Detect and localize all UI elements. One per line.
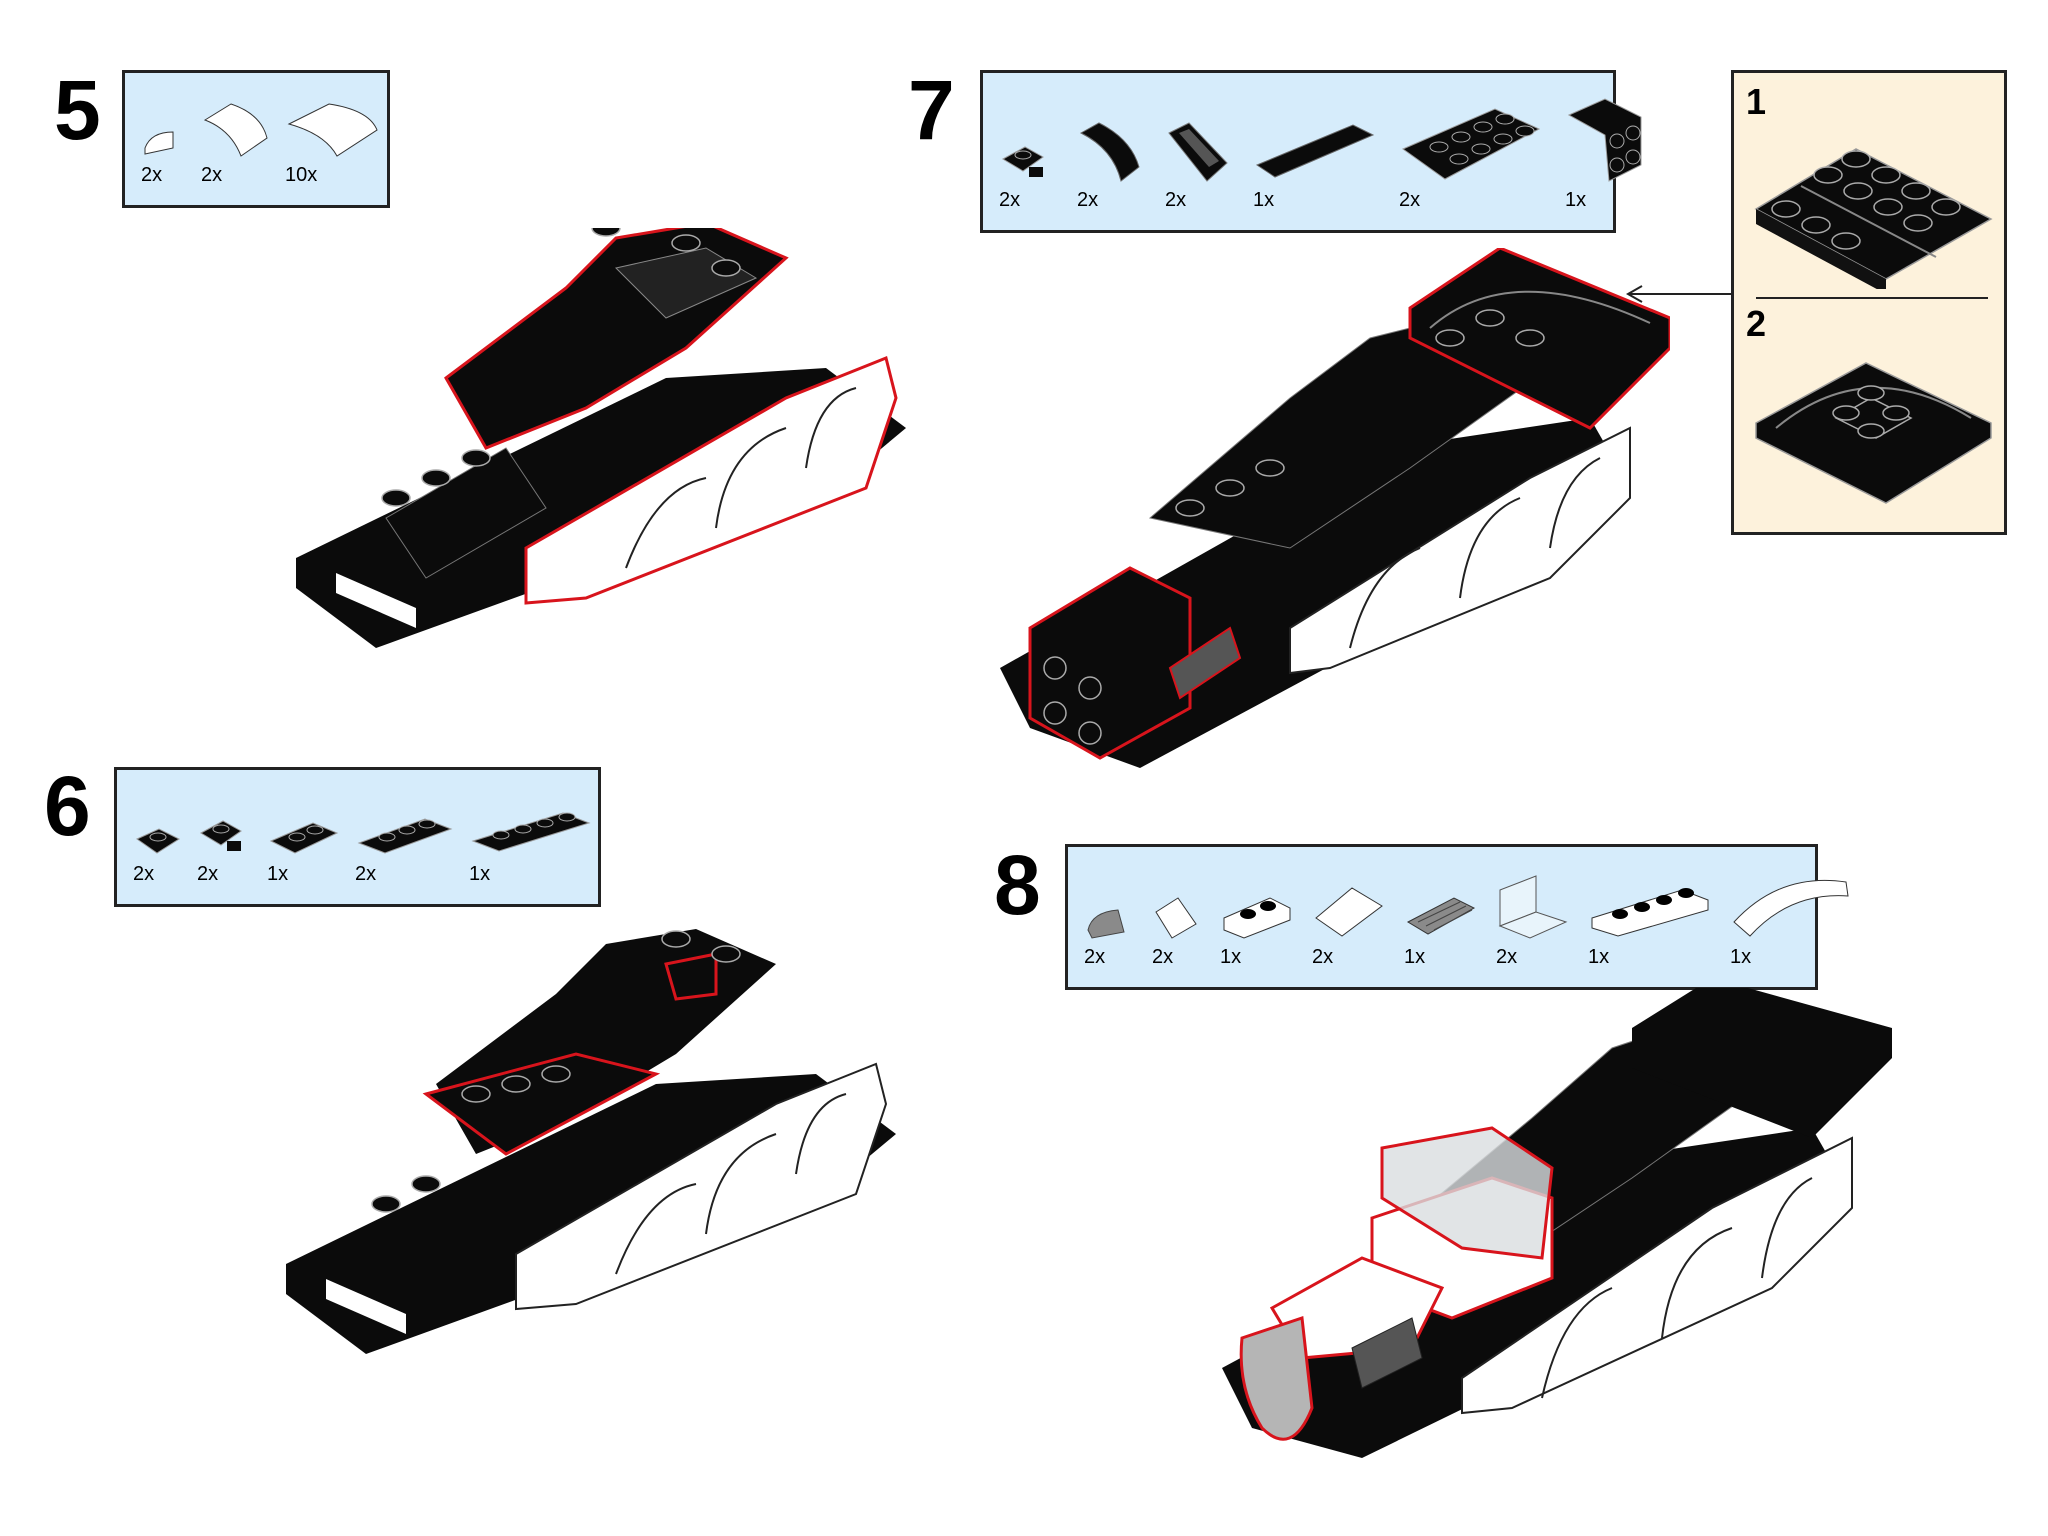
sub-step-number-1: 1 [1746, 81, 1767, 122]
step-number-8: 8 [994, 838, 1041, 932]
part-black-plate-clip: 2x [197, 815, 253, 886]
part-white-arch-curved: 1x [1730, 872, 1854, 969]
part-quantity: 2x [1084, 946, 1106, 968]
parts-list-step-7: 2x 2x 2x 1x 2x 1x [980, 70, 1642, 233]
part-black-plate-1x1: 2x [133, 823, 183, 886]
part-quantity: 2x [141, 164, 163, 186]
part-quantity: 2x [1496, 946, 1518, 968]
part-quantity: 1x [469, 863, 491, 885]
part-black-plate-1x2: 1x [267, 819, 341, 886]
black-plate-1x4-icon [469, 809, 593, 859]
curved-slope-assembled-illustration [1755, 362, 1992, 504]
part-quantity: 2x [355, 863, 377, 885]
upper-structure [381, 228, 789, 507]
trans-clear-panel-icon [1496, 872, 1570, 942]
model-step-6 [286, 929, 896, 1354]
part-gray-grille-tile: 1x [1404, 892, 1478, 969]
part-quantity: 1x [1565, 189, 1587, 211]
part-black-plate-1x3: 2x [355, 815, 455, 886]
parts-list-step-6: 2x 2x 1x 2x 1x [114, 767, 601, 907]
white-plate-1x4-icon [1588, 886, 1712, 942]
part-white-curved-slope-large: 10x [285, 100, 381, 187]
callout-arrow-icon [1625, 285, 1732, 303]
black-plate-1x3-icon [355, 815, 455, 859]
part-white-curved-slope-small: 2x [201, 100, 271, 187]
black-plate-clip-icon [197, 815, 253, 859]
model-step-7 [1000, 248, 1670, 768]
part-quantity: 2x [999, 189, 1021, 211]
part-quantity: 2x [1312, 946, 1334, 968]
sub-assembly-callout: 1 2 [1731, 70, 2007, 535]
part-quantity: 1x [1253, 189, 1275, 211]
part-white-round-tile-quarter: 2x [141, 120, 187, 187]
model-step-8 [1222, 988, 1892, 1458]
part-gray-round-tile-quarter: 2x [1084, 902, 1134, 969]
part-quantity: 2x [1399, 189, 1421, 211]
black-bracket-2x2-icon [1565, 95, 1645, 185]
part-quantity: 2x [1165, 189, 1187, 211]
parts-list-step-8: 2x 2x 1x 2x 1x 2x 1x 1x [1065, 844, 1849, 990]
gray-grille-tile-icon [1404, 892, 1478, 942]
black-plate-1x2-icon [267, 819, 341, 859]
part-black-tile-1x6: 1x [1253, 121, 1377, 212]
sub-step-number-2: 2 [1746, 303, 1767, 344]
gray-round-tile-quarter-icon [1084, 902, 1134, 942]
step-number-7: 7 [908, 63, 955, 157]
part-quantity: 2x [201, 164, 223, 186]
white-brick-1x2-icon [1220, 892, 1294, 942]
white-body-panels [524, 355, 898, 605]
part-quantity: 1x [1220, 946, 1242, 968]
part-white-slope-1x2: 2x [1312, 882, 1386, 969]
part-black-bracket-2x2: 1x [1565, 95, 1645, 212]
model-step-5 [296, 228, 906, 648]
black-plate-1x1-icon [133, 823, 183, 859]
black-printed-slope-vent-icon [1165, 119, 1231, 185]
black-plate-2x4-icon [1399, 105, 1543, 185]
part-trans-clear-panel: 2x [1496, 872, 1570, 969]
white-curved-slope-small-icon [201, 100, 271, 160]
part-quantity: 2x [133, 863, 155, 885]
black-plate-clip-icon [999, 141, 1055, 185]
parts-list-step-5: 2x 2x 10x [122, 70, 390, 208]
part-quantity: 1x [1404, 946, 1426, 968]
black-tile-1x6-icon [1253, 121, 1377, 185]
black-curved-slope-icon [1077, 119, 1143, 185]
step-number-5: 5 [54, 63, 101, 157]
part-quantity: 2x [1152, 946, 1174, 968]
part-black-plate-clip: 2x [999, 141, 1055, 212]
part-quantity: 1x [1588, 946, 1610, 968]
part-quantity: 2x [197, 863, 219, 885]
part-black-printed-slope-vent: 2x [1165, 119, 1231, 212]
part-quantity: 1x [267, 863, 289, 885]
part-quantity: 2x [1077, 189, 1099, 211]
step-number-6: 6 [44, 759, 91, 853]
part-quantity: 10x [285, 164, 318, 186]
part-black-curved-slope: 2x [1077, 119, 1143, 212]
part-white-slope-small: 2x [1152, 892, 1202, 969]
white-slope-small-icon [1152, 892, 1202, 942]
white-round-tile-quarter-icon [141, 120, 187, 160]
white-slope-1x2-icon [1312, 882, 1386, 942]
part-white-brick-1x2: 1x [1220, 892, 1294, 969]
sub-step-divider [1756, 297, 1988, 299]
white-arch-curved-icon [1730, 872, 1854, 942]
white-curved-slope-large-icon [285, 100, 381, 160]
plate-2x4-stacked-illustration [1754, 148, 1993, 289]
part-white-plate-1x4: 1x [1588, 886, 1712, 969]
part-quantity: 1x [1730, 946, 1752, 968]
part-black-plate-1x4: 1x [469, 809, 593, 886]
part-black-plate-2x4: 2x [1399, 105, 1543, 212]
